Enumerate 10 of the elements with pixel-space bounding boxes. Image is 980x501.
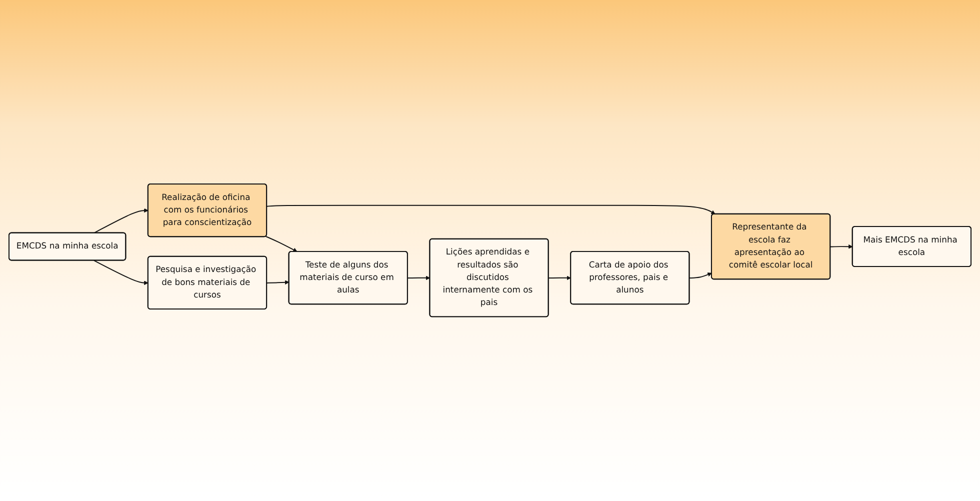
arrow	[266, 205, 716, 214]
arrow	[830, 244, 853, 249]
flowchart: EMCDS na minha escola Realização de oficina com os funcionários para conscientização Pesquisa e investigação de bons materiais de cursos Teste de alguns dos materiais de curso em aulas Lições aprendidas e resultados são discutidos internamente com os pais Carta de apoio dos professores, pais e alunos Representante da escola faz apresentação ao comitê escolar local Mais EMCDS na minha escola	[5, 180, 975, 321]
arrow	[93, 208, 148, 234]
arrow	[688, 272, 712, 279]
arrow	[93, 260, 148, 286]
arrow	[265, 236, 298, 252]
arrow	[407, 276, 430, 280]
arrow	[266, 280, 290, 285]
arrow	[548, 276, 572, 280]
